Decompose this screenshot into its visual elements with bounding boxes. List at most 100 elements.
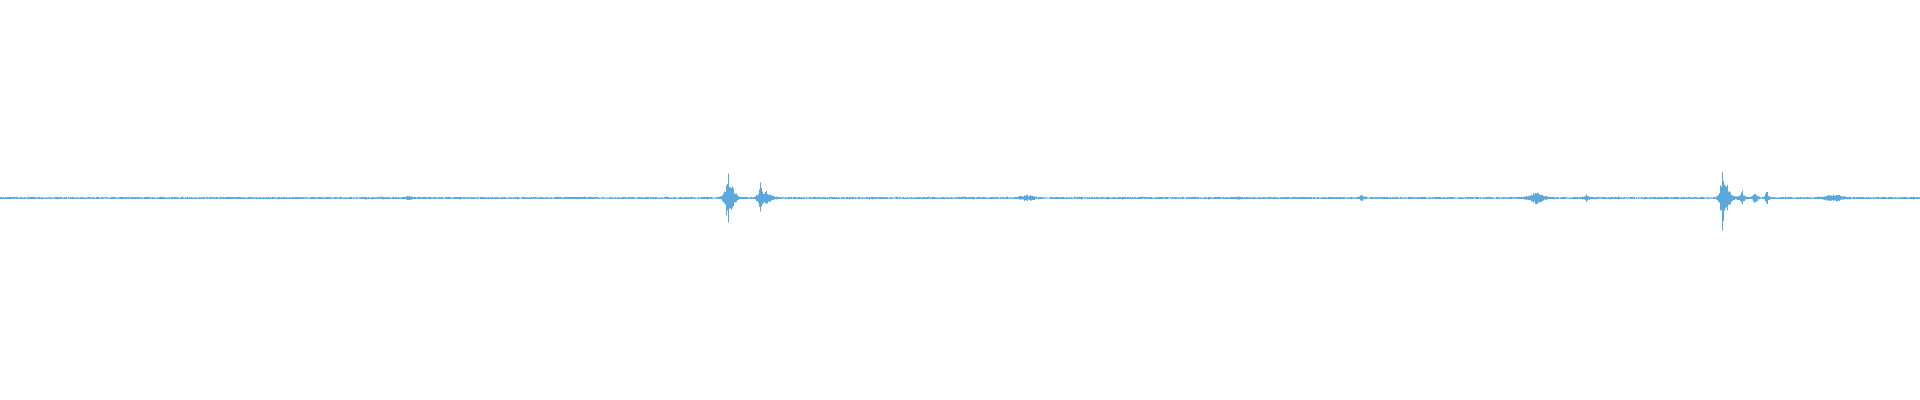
waveform-sample (373, 197, 374, 199)
waveform-sample (868, 197, 869, 199)
waveform-sample (1639, 197, 1640, 199)
waveform-sample (739, 196, 740, 200)
waveform-sample (1181, 197, 1182, 199)
waveform-sample (1240, 196, 1241, 200)
waveform-sample (1000, 197, 1001, 199)
waveform-sample (752, 197, 753, 199)
waveform-sample (453, 197, 454, 199)
waveform-sample (1602, 196, 1603, 199)
waveform-sample (747, 197, 748, 199)
waveform-sample (1182, 196, 1183, 199)
waveform-sample (472, 197, 473, 199)
waveform-sample (1574, 197, 1575, 199)
waveform-sample (1106, 196, 1107, 200)
waveform-sample (887, 197, 888, 199)
waveform-sample (1679, 197, 1680, 199)
waveform-sample (1244, 196, 1245, 199)
waveform-sample (143, 197, 144, 199)
waveform-sample (1539, 194, 1540, 203)
waveform-sample (803, 197, 804, 199)
waveform-sample (157, 197, 158, 199)
waveform-sample (605, 197, 606, 199)
waveform-sample (56, 197, 57, 199)
waveform-sample (888, 197, 889, 199)
waveform-sample (621, 197, 622, 199)
waveform-sample (630, 197, 631, 199)
waveform-sample (1107, 196, 1108, 200)
waveform-sample (662, 197, 663, 199)
waveform-sample (1885, 197, 1886, 199)
waveform-sample (1315, 197, 1316, 199)
waveform-sample (1350, 196, 1351, 200)
waveform-sample (1546, 195, 1547, 200)
waveform-sample (39, 197, 40, 199)
waveform-sample (1879, 197, 1880, 199)
waveform-sample (953, 197, 954, 199)
waveform-sample (1831, 195, 1832, 201)
waveform-sample (1200, 197, 1201, 199)
waveform-sample (1041, 196, 1042, 199)
waveform-sample (1076, 197, 1077, 199)
waveform-sample (1160, 197, 1161, 199)
waveform-sample (1228, 197, 1229, 199)
waveform-sample (957, 197, 958, 199)
waveform-sample (922, 197, 923, 199)
waveform-sample (1520, 197, 1521, 199)
waveform-sample (122, 196, 123, 200)
waveform-sample (108, 197, 109, 199)
waveform-sample (102, 197, 103, 200)
waveform-sample (1215, 196, 1216, 199)
waveform-sample (406, 196, 407, 200)
waveform-sample (1780, 197, 1781, 199)
waveform-sample (763, 193, 764, 203)
waveform-sample (1768, 195, 1769, 201)
waveform-sample (613, 197, 614, 199)
waveform-sample (947, 197, 948, 200)
waveform-sample (1359, 196, 1360, 200)
waveform-sample (1659, 196, 1660, 200)
waveform-sample (1707, 196, 1708, 199)
waveform-sample (986, 197, 987, 199)
waveform-sample (1502, 197, 1503, 199)
waveform-sample (623, 197, 624, 200)
waveform-sample (1600, 197, 1601, 199)
waveform-sample (1862, 197, 1863, 199)
waveform-sample (1012, 197, 1013, 199)
waveform-sample (416, 197, 417, 199)
waveform-sample (1491, 197, 1492, 199)
waveform-sample (647, 197, 648, 199)
waveform-sample (832, 196, 833, 199)
waveform-sample (1247, 197, 1248, 199)
waveform-sample (1405, 197, 1406, 199)
waveform-sample (316, 197, 317, 200)
waveform-sample (65, 197, 66, 199)
waveform-sample (933, 196, 934, 200)
waveform-sample (1201, 197, 1202, 199)
waveform-sample (61, 197, 62, 199)
waveform-sample (252, 197, 253, 200)
waveform-sample (1606, 197, 1607, 199)
waveform-sample (1581, 197, 1582, 200)
waveform-sample (949, 197, 950, 199)
waveform-sample (590, 197, 591, 200)
waveform-sample (12, 197, 13, 199)
waveform-sample (92, 197, 93, 199)
waveform-sample (1153, 197, 1154, 199)
waveform-sample (924, 196, 925, 200)
waveform-sample (1540, 194, 1541, 202)
waveform-sample (723, 193, 724, 202)
waveform-sample (579, 197, 580, 200)
waveform-sample (349, 197, 350, 199)
waveform-sample (403, 197, 404, 199)
waveform-sample (72, 197, 73, 199)
waveform-sample (962, 196, 963, 200)
waveform-sample (821, 196, 822, 199)
waveform-sample (648, 196, 649, 200)
waveform-sample (508, 197, 509, 199)
waveform-sample (966, 197, 967, 199)
waveform-sample (762, 191, 763, 205)
waveform-sample (1828, 195, 1829, 201)
waveform-sample (370, 197, 371, 199)
waveform-sample (501, 197, 502, 200)
waveform-sample (845, 197, 846, 199)
